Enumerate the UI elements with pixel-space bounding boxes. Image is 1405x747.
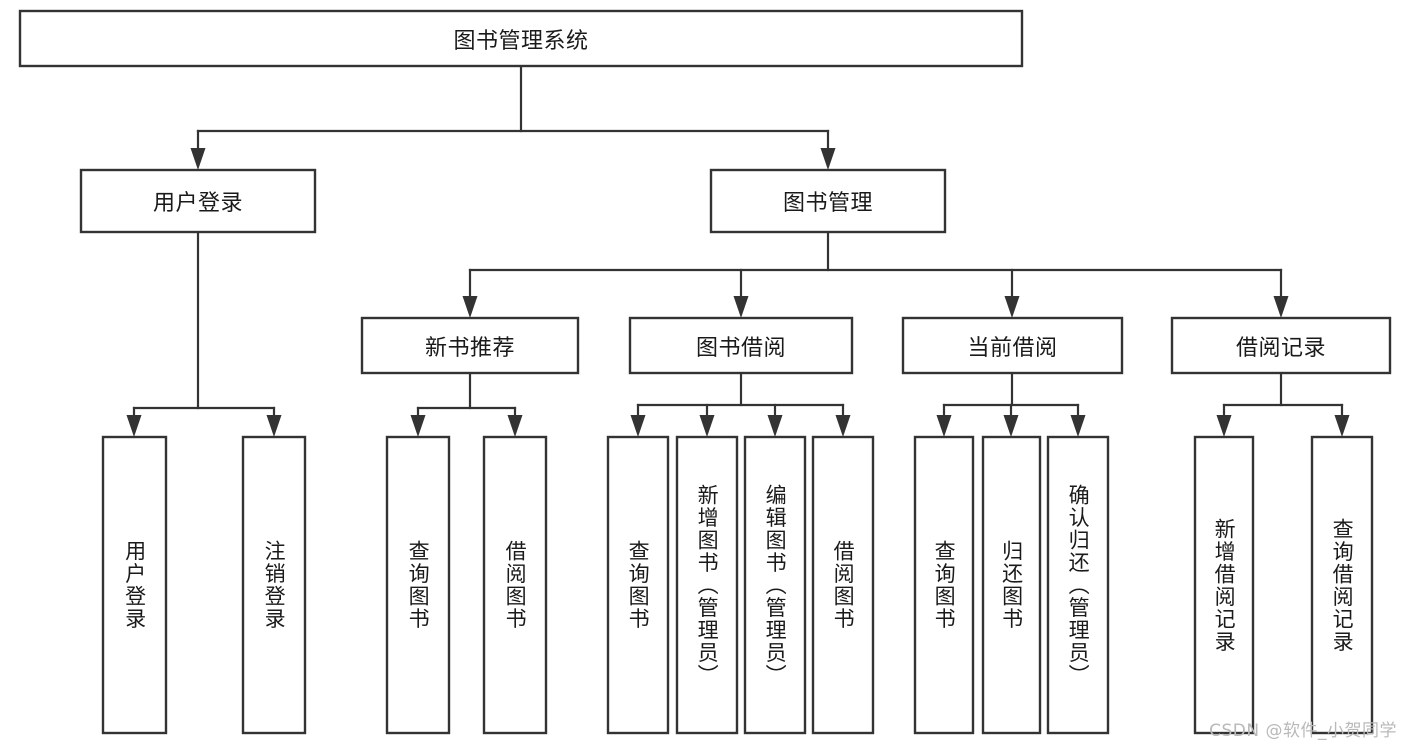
leaf-arrow-icon-1-0 [410,415,426,437]
level2-node-box-1[interactable] [628,316,854,375]
level1-arrow-icon-1 [820,148,836,170]
leaf-node-box-10[interactable] [1046,435,1110,735]
leaf-node-box-6[interactable] [743,435,807,735]
level2-arrow-icon-3 [1273,296,1289,318]
boxes-layer [18,9,1392,735]
leaf-node-box-2[interactable] [385,435,451,735]
level2-node-box-0[interactable] [360,316,580,375]
leaf-arrow-icon-4-1 [1334,415,1350,437]
level1-node-box-1[interactable] [709,168,947,234]
leaf-node-box-5[interactable] [675,435,739,735]
root-node-box[interactable] [18,9,1024,68]
leaf-node-box-12[interactable] [1310,435,1374,735]
leaf-node-box-3[interactable] [482,435,548,735]
leaf-node-box-9[interactable] [981,435,1042,735]
leaf-node-box-1[interactable] [241,435,307,735]
level2-node-box-2[interactable] [901,316,1124,375]
leaf-node-box-0[interactable] [101,435,168,735]
level2-arrow-icon-1 [733,296,749,318]
leaf-arrow-icon-3-0 [936,415,952,437]
leaf-arrow-icon-1-1 [507,415,523,437]
leaf-arrow-icon-2-2 [767,415,783,437]
leaf-node-box-7[interactable] [811,435,875,735]
leaf-node-box-8[interactable] [913,435,975,735]
leaf-arrow-icon-4-0 [1216,415,1232,437]
level1-arrow-icon-0 [190,148,206,170]
level2-arrow-icon-2 [1004,296,1020,318]
leaf-arrow-icon-2-3 [835,415,851,437]
leaf-arrow-icon-3-2 [1070,415,1086,437]
leaf-arrow-icon-2-0 [630,415,646,437]
leaf-arrow-icon-2-1 [699,415,715,437]
leaf-arrow-icon-3-1 [1003,415,1019,437]
level2-node-box-3[interactable] [1170,316,1392,375]
csdn-watermark: CSDN @软件_小贺同学 [1209,721,1397,741]
leaf-arrow-icon-0-1 [266,415,282,437]
leaf-arrow-icon-0-0 [126,415,142,437]
leaf-node-box-4[interactable] [606,435,670,735]
level1-node-box-0[interactable] [79,168,317,234]
leaf-node-box-11[interactable] [1193,435,1255,735]
connectors-layer [126,64,1350,437]
level2-arrow-icon-0 [462,296,478,318]
